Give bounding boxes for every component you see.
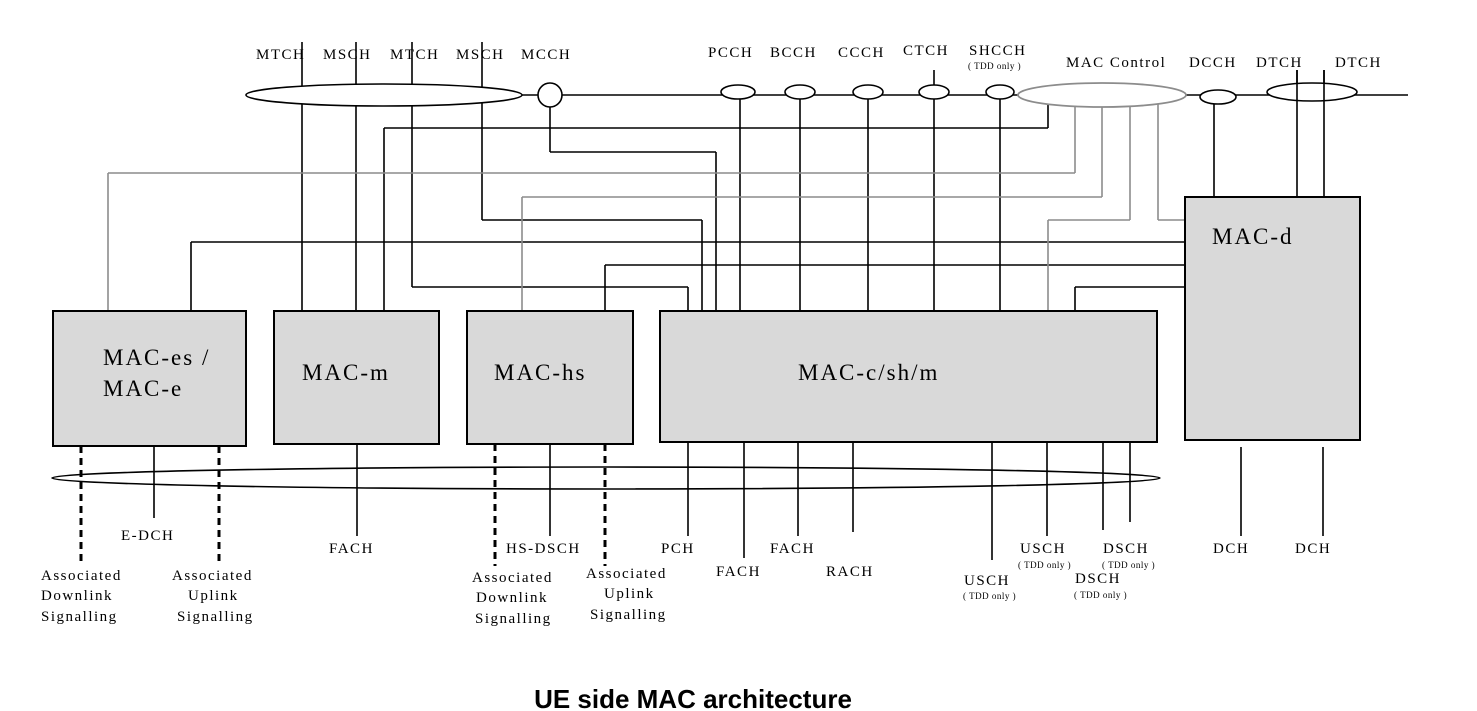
label-mac-control: MAC Control <box>1066 55 1166 71</box>
bottom-channel-labels: E-DCH Associated Downlink Signalling Ass… <box>41 528 1331 627</box>
mac-es-label-2: MAC-e <box>103 376 183 401</box>
label-mcch: MCCH <box>521 47 571 63</box>
label-usch-1: USCH <box>1020 541 1066 557</box>
mac-es-label-1: MAC-es / <box>103 345 210 370</box>
label-ctch: CTCH <box>903 43 949 59</box>
label-assoc-dl-2-line3: Signalling <box>475 611 552 627</box>
label-dsch-1: DSCH <box>1103 541 1149 557</box>
label-ccch: CCCH <box>838 45 885 61</box>
mac-hs-label: MAC-hs <box>494 360 587 385</box>
label-mtch-1: MTCH <box>256 47 305 63</box>
label-assoc-ul-2-line1: Associated <box>586 566 667 582</box>
label-assoc-ul-1-line1: Associated <box>172 568 253 584</box>
label-assoc-ul-2-line2: Uplink <box>604 586 655 602</box>
mac-m-label: MAC-m <box>302 360 390 385</box>
control-connections <box>107 100 1185 311</box>
label-assoc-dl-2-line1: Associated <box>472 570 553 586</box>
diagram-caption: UE side MAC architecture <box>534 684 852 711</box>
label-edch: E-DCH <box>121 528 174 544</box>
label-rach: RACH <box>826 564 874 580</box>
mac-d-label: MAC-d <box>1212 224 1294 249</box>
mac-d-box <box>1184 196 1361 441</box>
label-usch-2-note: ( TDD only ) <box>963 591 1016 601</box>
label-assoc-dl-2-line2: Downlink <box>476 590 548 606</box>
top-channel-groupings <box>245 70 1358 108</box>
label-bcch: BCCH <box>770 45 817 61</box>
top-connections <box>190 42 1325 311</box>
mac-entities: MAC-es / MAC-e MAC-m MAC-hs MAC-c/sh/m M… <box>52 196 1361 447</box>
label-dtch-2: DTCH <box>1335 55 1382 71</box>
label-pch: PCH <box>661 541 695 557</box>
mac-c-sh-m-box <box>659 310 1158 443</box>
label-dch-2: DCH <box>1295 541 1331 557</box>
label-dsch-1-note: ( TDD only ) <box>1102 560 1155 570</box>
label-dch-1: DCH <box>1213 541 1249 557</box>
label-msch-1: MSCH <box>323 47 372 63</box>
label-mtch-2: MTCH <box>390 47 439 63</box>
top-channel-labels: MTCH MSCH MTCH MSCH MCCH PCCH BCCH CCCH … <box>256 43 1382 71</box>
label-usch-1-note: ( TDD only ) <box>1018 560 1071 570</box>
mac-hs-box <box>466 310 634 445</box>
label-assoc-ul-1-line3: Signalling <box>177 609 254 625</box>
mac-es-box <box>52 310 247 447</box>
label-dsch-2: DSCH <box>1075 571 1121 587</box>
label-fach-2: FACH <box>770 541 815 557</box>
label-shcch: SHCCH <box>969 43 1027 59</box>
label-fach-1: FACH <box>716 564 761 580</box>
label-assoc-ul-2-line3: Signalling <box>590 607 667 623</box>
label-dtch-1: DTCH <box>1256 55 1303 71</box>
label-fach-m: FACH <box>329 541 374 557</box>
label-assoc-dl-1-line2: Downlink <box>41 588 113 604</box>
label-hs-dsch: HS-DSCH <box>506 541 581 557</box>
label-assoc-dl-1-line1: Associated <box>41 568 122 584</box>
label-dsch-2-note: ( TDD only ) <box>1074 590 1127 600</box>
mac-c-sh-m-label: MAC-c/sh/m <box>798 360 939 385</box>
label-pcch: PCCH <box>708 45 753 61</box>
label-shcch-note: ( TDD only ) <box>968 61 1021 71</box>
bottom-connections <box>79 442 1324 566</box>
bottom-transport-grouping <box>51 466 1161 490</box>
label-dcch: DCCH <box>1189 55 1237 71</box>
label-assoc-dl-1-line3: Signalling <box>41 609 118 625</box>
label-msch-2: MSCH <box>456 47 505 63</box>
label-usch-2: USCH <box>964 573 1010 589</box>
mac-m-box <box>273 310 440 445</box>
label-assoc-ul-1-line2: Uplink <box>188 588 239 604</box>
